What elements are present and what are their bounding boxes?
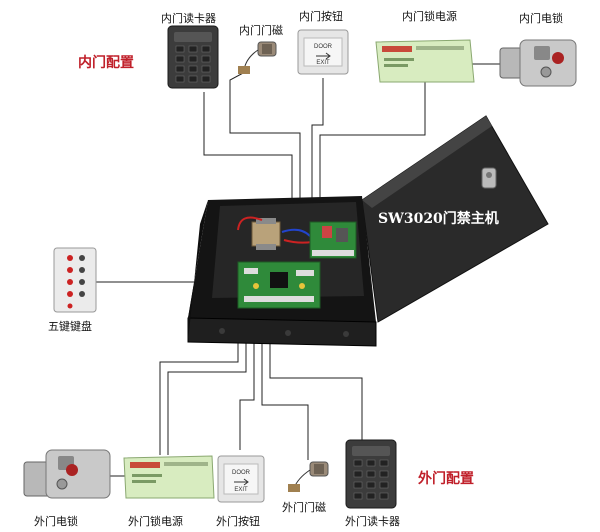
inner-config-title: 内门配置 xyxy=(78,55,134,71)
inner-door-sensor-label: 内门门磁 xyxy=(239,24,283,37)
outer-card-reader-icon xyxy=(345,439,397,509)
inner-lock-power-icon xyxy=(375,39,475,83)
outer-lock-power-label: 外门锁电源 xyxy=(128,515,183,528)
outer-exit-button-icon: DOOR EXIT xyxy=(217,455,265,503)
inner-card-reader-label: 内门读卡器 xyxy=(161,12,216,25)
inner-electric-lock-label: 内门电锁 xyxy=(519,12,563,25)
keypad-label: 五键键盘 xyxy=(48,320,92,333)
inner-electric-lock-icon xyxy=(499,39,577,87)
inner-button-exit-text: EXIT xyxy=(316,60,330,66)
inner-exit-button-icon: DOOR EXIT xyxy=(297,29,349,75)
power-board-icon xyxy=(309,221,357,259)
five-key-keypad-icon xyxy=(53,247,97,313)
outer-card-reader-label: 外门读卡器 xyxy=(345,515,400,528)
outer-electric-lock-icon xyxy=(23,449,111,499)
outer-door-sensor-label: 外门门磁 xyxy=(282,501,326,514)
outer-lock-power-icon xyxy=(123,455,215,499)
outer-button-door-text: DOOR xyxy=(232,470,251,476)
inner-door-sensor-icon xyxy=(238,41,277,74)
transformer-icon xyxy=(251,218,281,250)
outer-door-sensor-icon xyxy=(288,461,329,492)
outer-button-exit-text: EXIT xyxy=(234,487,248,493)
inner-card-reader-icon xyxy=(167,25,219,89)
inner-exit-button-label: 内门按钮 xyxy=(299,10,343,23)
inner-button-door-text: DOOR xyxy=(314,44,333,50)
inner-lock-power-label: 内门锁电源 xyxy=(402,10,457,23)
controller-box xyxy=(187,115,549,347)
outer-exit-button-label: 外门按钮 xyxy=(216,515,260,528)
controller-title: SW3020门禁主机 xyxy=(378,211,499,227)
main-board-icon xyxy=(237,261,321,309)
outer-config-title: 外门配置 xyxy=(418,471,474,487)
outer-electric-lock-label: 外门电锁 xyxy=(34,515,78,528)
